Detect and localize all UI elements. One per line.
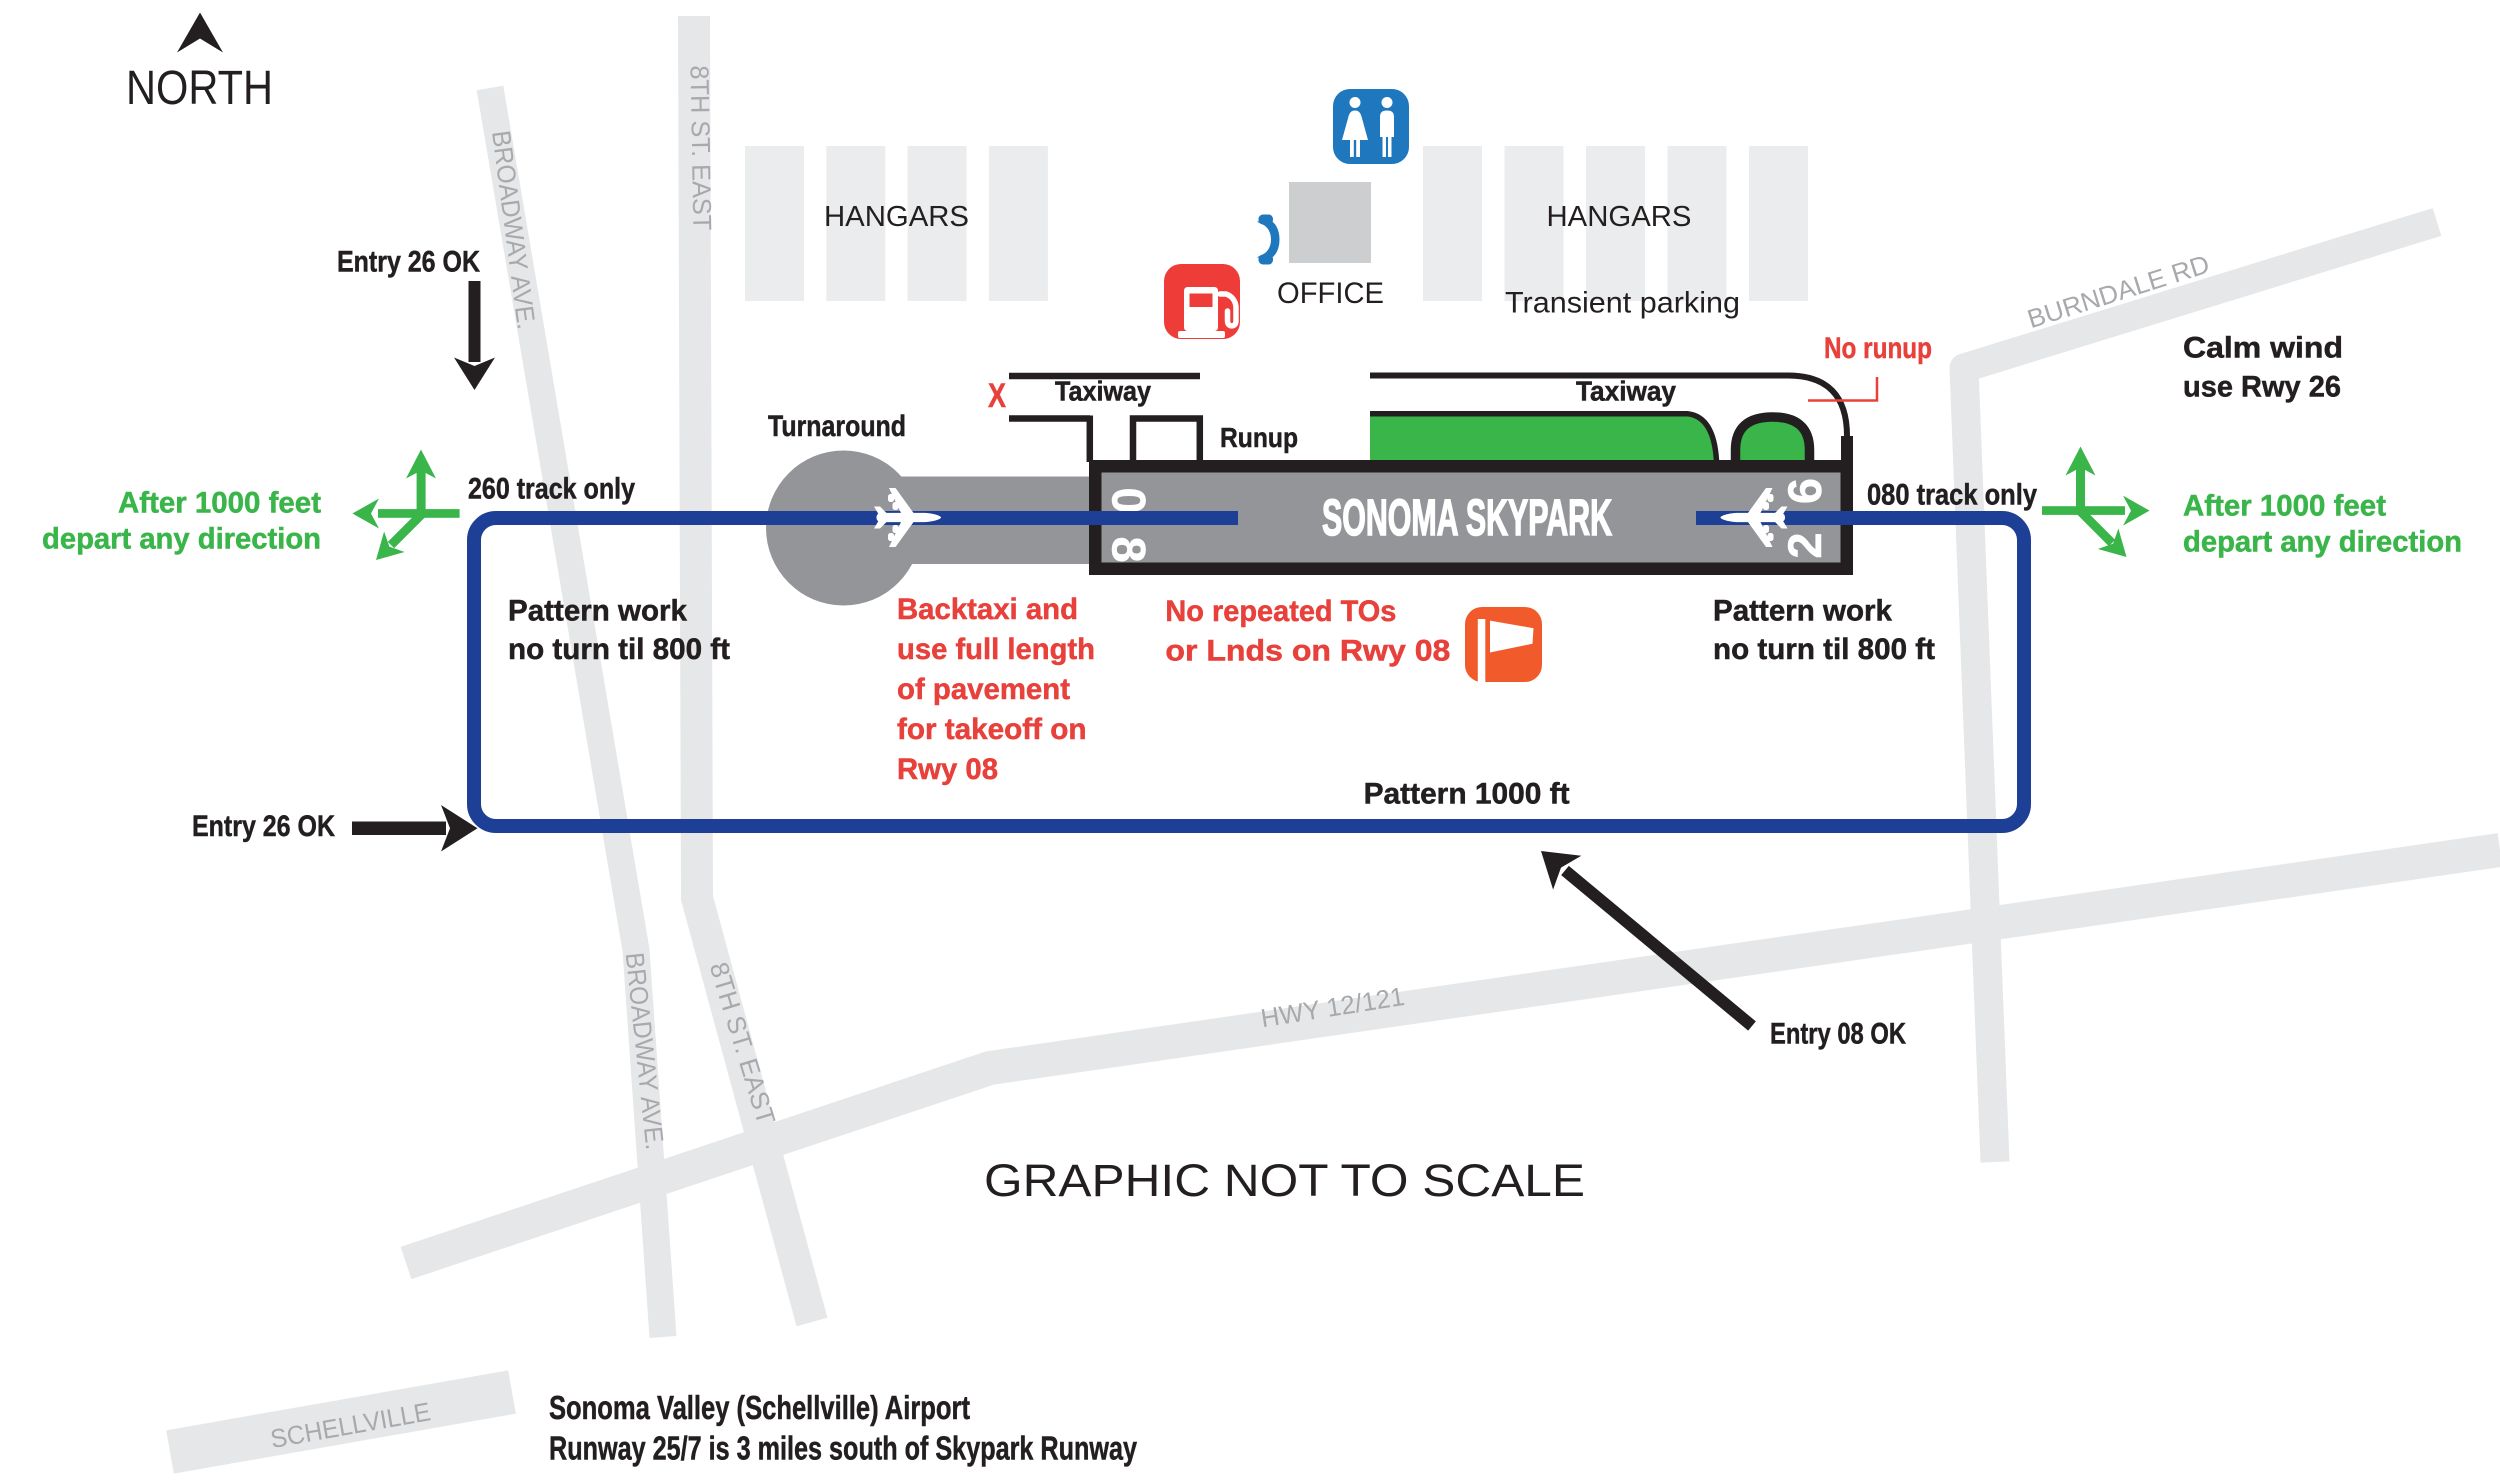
svg-text:080 track only: 080 track only <box>1867 479 2037 512</box>
svg-text:Pattern work: Pattern work <box>508 595 687 628</box>
svg-text:Taxiway: Taxiway <box>1055 376 1151 407</box>
svg-text:Backtaxi and: Backtaxi and <box>897 593 1078 626</box>
svg-text:no turn til 800 ft: no turn til 800 ft <box>1713 633 1935 666</box>
svg-text:After 1000 feet: After 1000 feet <box>2183 490 2386 523</box>
svg-text:Runway 25/7 is 3 miles south o: Runway 25/7 is 3 miles south of Skypark … <box>549 1430 1137 1467</box>
svg-text:SONOMA SKYPARK: SONOMA SKYPARK <box>1322 489 1612 546</box>
svg-text:use Rwy 26: use Rwy 26 <box>2183 371 2341 404</box>
svg-text:No runup: No runup <box>1824 332 1932 365</box>
svg-text:Sonoma Valley (Schellville) Ai: Sonoma Valley (Schellville) Airport <box>549 1389 970 1426</box>
svg-text:for takeoff on: for takeoff on <box>897 713 1087 746</box>
svg-text:0: 0 <box>1103 487 1156 513</box>
svg-text:HANGARS: HANGARS <box>824 201 969 233</box>
svg-text:Calm wind: Calm wind <box>2183 332 2343 365</box>
svg-text:OFFICE: OFFICE <box>1277 277 1384 310</box>
svg-text:use full length: use full length <box>897 633 1095 666</box>
svg-text:HANGARS: HANGARS <box>1547 201 1692 233</box>
svg-text:no turn til 800 ft: no turn til 800 ft <box>508 633 730 666</box>
svg-text:Transient parking: Transient parking <box>1505 287 1740 320</box>
svg-text:depart any direction: depart any direction <box>2183 526 2462 559</box>
svg-text:No repeated TOs: No repeated TOs <box>1165 595 1396 628</box>
svg-text:260 track only: 260 track only <box>468 473 635 506</box>
svg-text:of pavement: of pavement <box>897 673 1070 706</box>
svg-text:Entry 08 OK: Entry 08 OK <box>1770 1018 1906 1051</box>
svg-text:or Lnds on Rwy 08: or Lnds on Rwy 08 <box>1165 635 1450 668</box>
svg-text:Rwy 08: Rwy 08 <box>897 753 998 786</box>
svg-text:Entry 26 OK: Entry 26 OK <box>192 810 335 843</box>
svg-text:6: 6 <box>1778 478 1831 504</box>
svg-text:8: 8 <box>1103 536 1156 562</box>
svg-text:Turnaround: Turnaround <box>768 410 906 443</box>
svg-text:Taxiway: Taxiway <box>1576 376 1676 407</box>
svg-text:After 1000 feet: After 1000 feet <box>118 487 321 520</box>
svg-text:depart any direction: depart any direction <box>42 523 321 556</box>
svg-text:GRAPHIC NOT TO SCALE: GRAPHIC NOT TO SCALE <box>984 1155 1585 1206</box>
svg-text:Entry 26 OK: Entry 26 OK <box>337 246 480 279</box>
svg-text:2: 2 <box>1778 532 1831 558</box>
svg-text:Pattern 1000 ft: Pattern 1000 ft <box>1364 777 1570 810</box>
svg-text:8TH ST. EAST: 8TH ST. EAST <box>685 65 718 231</box>
svg-text:X: X <box>988 377 1006 415</box>
svg-text:Runup: Runup <box>1220 422 1298 453</box>
svg-text:Pattern work: Pattern work <box>1713 595 1892 628</box>
svg-text:NORTH: NORTH <box>126 62 273 115</box>
